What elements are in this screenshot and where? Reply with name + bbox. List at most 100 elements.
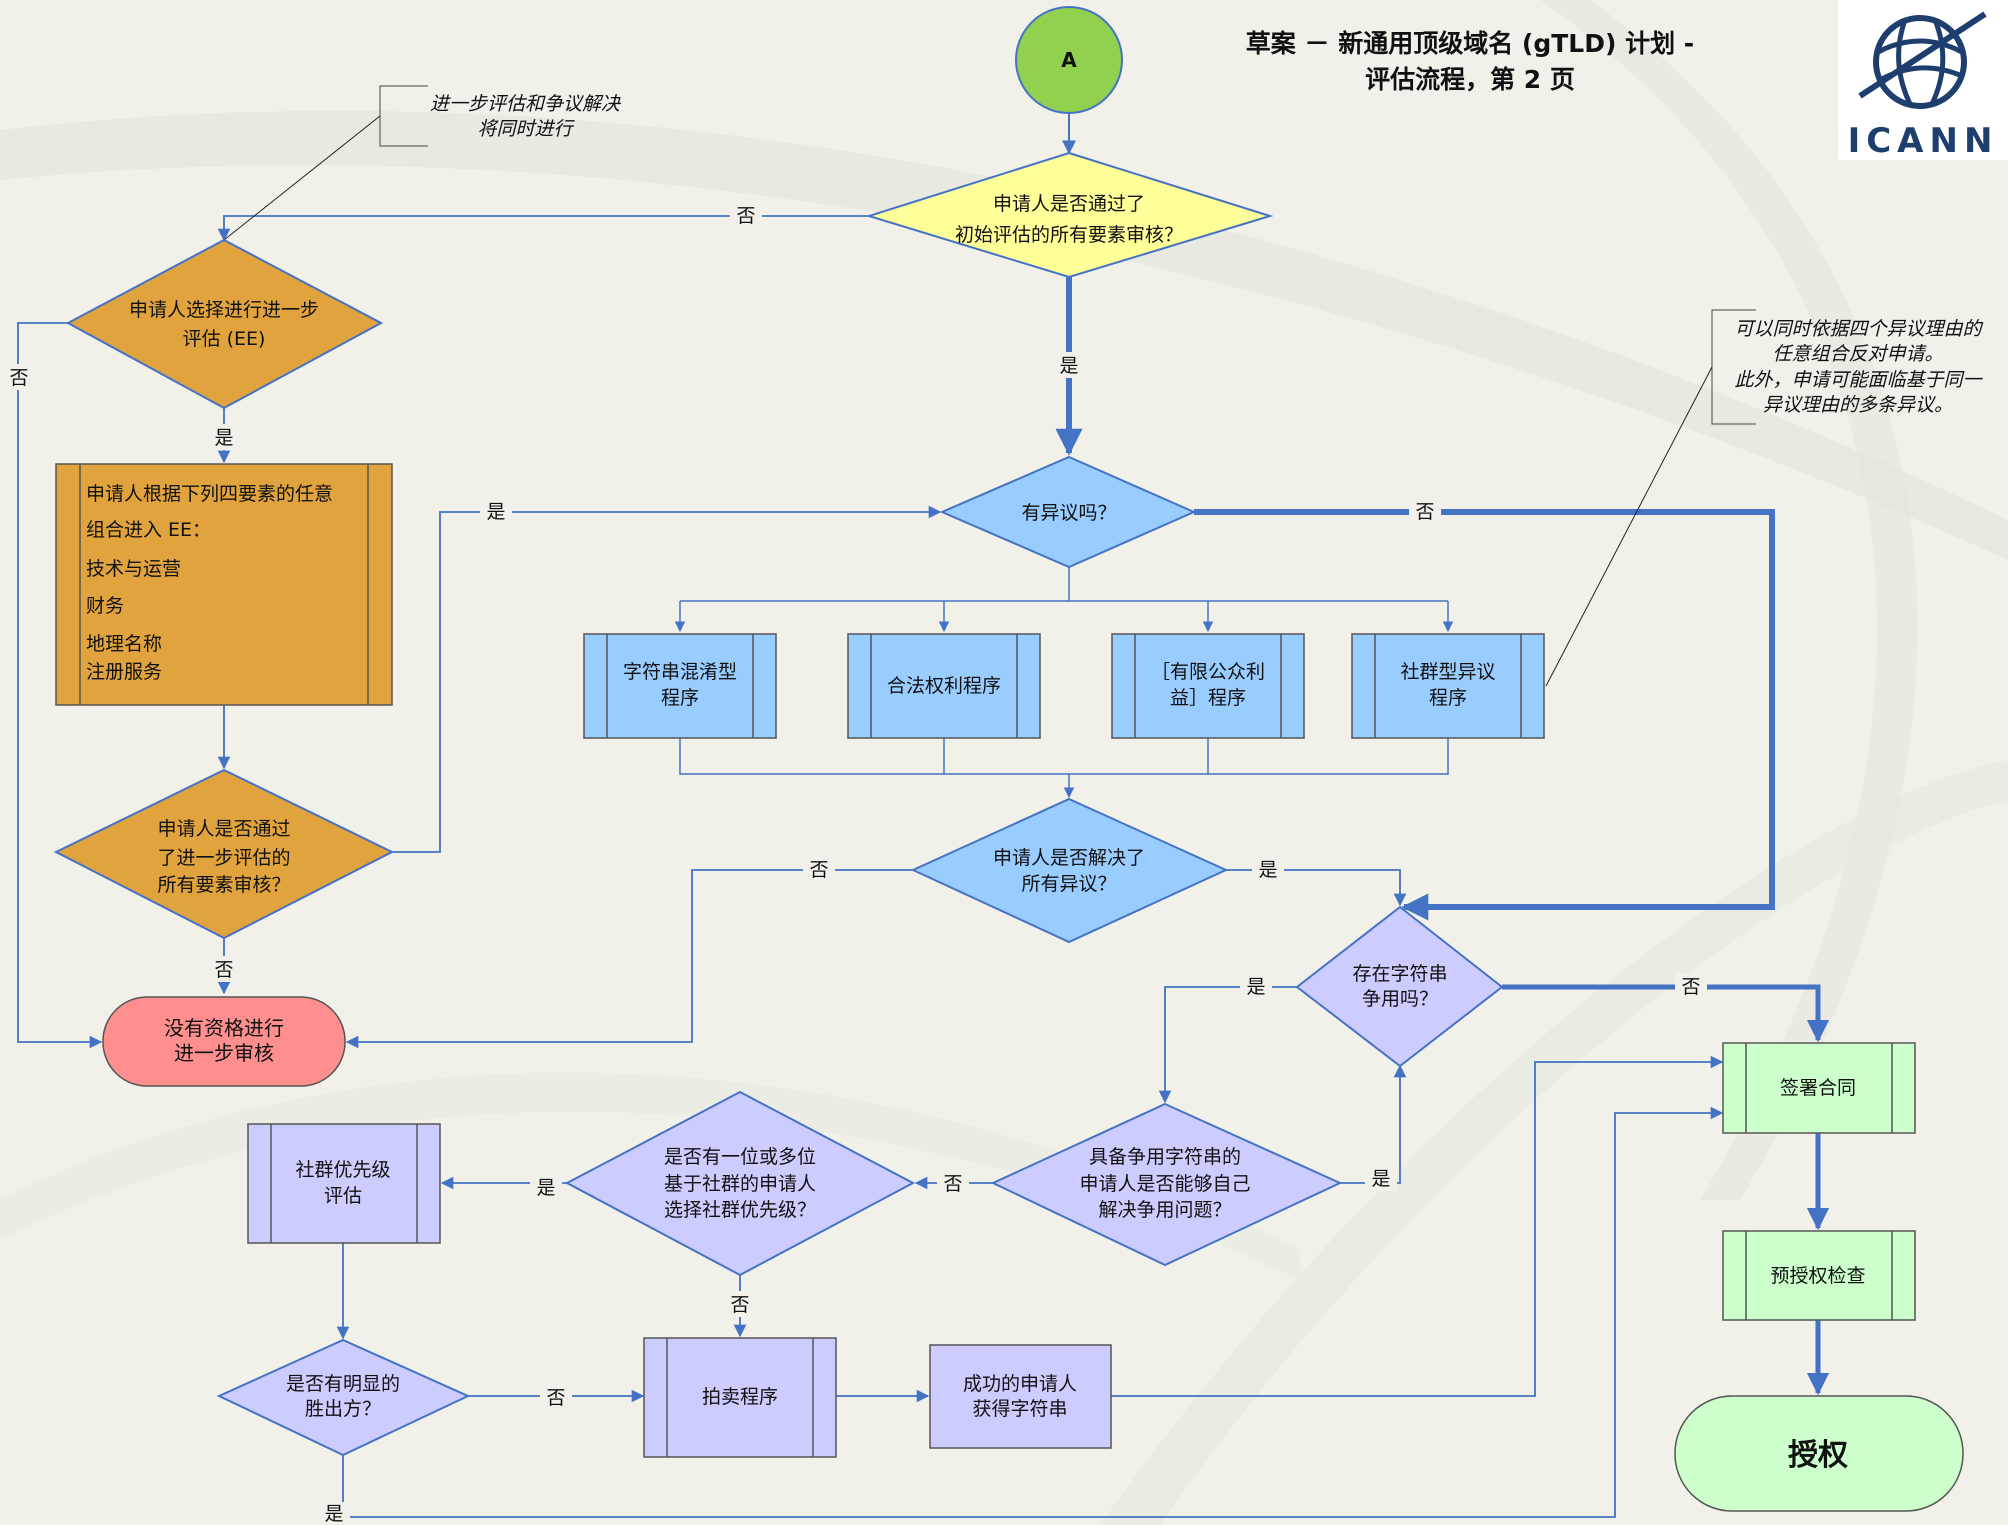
edge-self-yes bbox=[1340, 1064, 1407, 1184]
note-objections: 可以同时依据四个异议理由的 任意组合反对申请。 此外，申请可能面临基于同一 异议… bbox=[1545, 309, 1983, 687]
svg-text:成功的申请人: 成功的申请人 bbox=[963, 1373, 1077, 1395]
svg-text:评估 (EE): 评估 (EE) bbox=[183, 328, 266, 350]
decision-string-contention: 存在字符串 争用吗？ bbox=[1295, 905, 1504, 1068]
svg-text:财务: 财务 bbox=[86, 595, 124, 617]
decision-passed-extended-evaluation: 申请人是否通过 了进一步评估的 所有要素审核？ bbox=[53, 768, 395, 940]
icann-logo-text: ICANN bbox=[1848, 121, 1999, 161]
note-parallel-line-2: 将同时进行 bbox=[477, 118, 575, 140]
edge-contention-no bbox=[1502, 984, 1830, 1043]
svg-text:具备争用字符串的: 具备争用字符串的 bbox=[1089, 1146, 1241, 1168]
decision-any-objection: 有异议吗？ bbox=[939, 455, 1197, 569]
svg-text:选择社群优先级？: 选择社群优先级？ bbox=[664, 1199, 816, 1221]
svg-text:解决争用问题？: 解决争用问题？ bbox=[1098, 1199, 1231, 1221]
edge-resolved-no bbox=[345, 869, 913, 1049]
note-parallel-line-1: 进一步评估和争议解决 bbox=[430, 93, 622, 115]
edge-passed-ee-yes bbox=[392, 505, 942, 853]
terminal-not-eligible: 没有资格进行 进一步审核 bbox=[102, 996, 346, 1087]
svg-text:申请人是否解决了: 申请人是否解决了 bbox=[993, 847, 1145, 869]
svg-text:是否有明显的: 是否有明显的 bbox=[286, 1373, 400, 1395]
label-q1-no: 否 bbox=[736, 205, 755, 227]
label-community-yes: 是 bbox=[536, 1177, 555, 1199]
svg-text:争用吗？: 争用吗？ bbox=[1362, 988, 1438, 1010]
label-resolved-yes: 是 bbox=[1258, 859, 1277, 881]
decision-self-resolve-contention: 具备争用字符串的 申请人是否能够自己 解决争用问题？ bbox=[990, 1102, 1343, 1267]
edge-winnergets-contract bbox=[1111, 1055, 1724, 1397]
svg-text:拍卖程序: 拍卖程序 bbox=[702, 1386, 778, 1408]
svg-text:社群优先级: 社群优先级 bbox=[295, 1159, 390, 1181]
process-community-objection: 社群型异议 程序 bbox=[1351, 633, 1545, 739]
label-contention-no: 否 bbox=[1681, 976, 1700, 998]
edge-contention-yes bbox=[1158, 986, 1297, 1104]
svg-text:获得字符串: 获得字符串 bbox=[972, 1398, 1067, 1420]
svg-text:有异议吗？: 有异议吗？ bbox=[1021, 502, 1116, 524]
svg-text:申请人选择进行进一步: 申请人选择进行进一步 bbox=[129, 299, 319, 321]
decision-resolved-objections: 申请人是否解决了 所有异议？ bbox=[910, 797, 1229, 944]
label-objection-no: 否 bbox=[1415, 501, 1434, 523]
page-title-line-1: 草案 － 新通用顶级域名 (gTLD) 计划 - bbox=[1246, 29, 1694, 58]
label-ee-no: 否 bbox=[9, 367, 28, 389]
svg-text:所有异议？: 所有异议？ bbox=[1021, 873, 1116, 895]
note-parallel: 进一步评估和争议解决 将同时进行 bbox=[223, 85, 622, 241]
svg-text:注册服务: 注册服务 bbox=[86, 661, 162, 683]
svg-text:胜出方？: 胜出方？ bbox=[305, 1398, 381, 1420]
label-q1-yes: 是 bbox=[1059, 355, 1078, 377]
svg-text:预授权检查: 预授权检查 bbox=[1770, 1265, 1865, 1287]
svg-text:申请人是否通过了: 申请人是否通过了 bbox=[993, 193, 1145, 215]
page-title-line-2: 评估流程，第 2 页 bbox=[1365, 65, 1575, 94]
note-objections-line-1: 可以同时依据四个异议理由的 bbox=[1734, 318, 1983, 340]
process-community-priority-evaluation: 社群优先级 评估 bbox=[247, 1123, 441, 1244]
label-community-no: 否 bbox=[730, 1294, 749, 1316]
svg-text:技术与运营: 技术与运营 bbox=[86, 558, 181, 580]
svg-text:进一步审核: 进一步审核 bbox=[174, 1041, 274, 1065]
svg-text:评估: 评估 bbox=[324, 1185, 362, 1207]
svg-text:社群型异议: 社群型异议 bbox=[1400, 661, 1495, 683]
connectors bbox=[17, 113, 1830, 1518]
label-winner-no: 否 bbox=[546, 1387, 565, 1409]
icann-logo: ICANN bbox=[1838, 0, 2008, 161]
label-resolved-no: 否 bbox=[809, 859, 828, 881]
svg-text:益］程序: 益］程序 bbox=[1170, 687, 1246, 709]
process-sign-contract: 签署合同 bbox=[1722, 1042, 1916, 1134]
svg-text:存在字符串: 存在字符串 bbox=[1352, 963, 1447, 985]
label-passed-ee-yes: 是 bbox=[486, 501, 505, 523]
svg-text:没有资格进行: 没有资格进行 bbox=[164, 1016, 284, 1040]
edge-labels: 否 是 否 是 否 是 否 否 是 是 否 是 否 是 bbox=[3, 202, 1707, 1525]
process-public-interest: ［有限公众利 益］程序 bbox=[1111, 633, 1305, 739]
label-winner-yes: 是 bbox=[324, 1503, 343, 1525]
label-contention-yes: 是 bbox=[1246, 976, 1265, 998]
svg-text:是否有一位或多位: 是否有一位或多位 bbox=[664, 1146, 816, 1168]
svg-text:合法权利程序: 合法权利程序 bbox=[887, 675, 1001, 697]
edge-ee-no bbox=[17, 322, 103, 1049]
label-ee-yes: 是 bbox=[214, 427, 233, 449]
svg-text:申请人是否通过: 申请人是否通过 bbox=[157, 818, 290, 840]
svg-text:授权: 授权 bbox=[1788, 1438, 1848, 1473]
svg-text:签署合同: 签署合同 bbox=[1780, 1077, 1856, 1099]
terminal-delegation: 授权 bbox=[1674, 1395, 1964, 1512]
svg-text:组合进入 EE：: 组合进入 EE： bbox=[86, 519, 211, 541]
decision-community-priority-elected: 是否有一位或多位 基于社群的申请人 选择社群优先级？ bbox=[564, 1090, 916, 1277]
svg-text:基于社群的申请人: 基于社群的申请人 bbox=[664, 1173, 816, 1195]
svg-text:程序: 程序 bbox=[1429, 687, 1467, 709]
svg-text:初始评估的所有要素审核？: 初始评估的所有要素审核？ bbox=[955, 224, 1183, 246]
label-self-yes: 是 bbox=[1371, 1168, 1390, 1190]
svg-text:所有要素审核？: 所有要素审核？ bbox=[157, 874, 290, 896]
svg-text:［有限公众利: ［有限公众利 bbox=[1151, 661, 1265, 683]
edge-q1-no bbox=[217, 215, 869, 242]
note-objections-line-4: 异议理由的多条异议。 bbox=[1763, 394, 1953, 416]
svg-text:申请人是否能够自己: 申请人是否能够自己 bbox=[1079, 1173, 1250, 1195]
process-auction: 拍卖程序 bbox=[643, 1337, 837, 1458]
page-title: 草案 － 新通用顶级域名 (gTLD) 计划 - 评估流程，第 2 页 bbox=[1246, 29, 1694, 94]
decision-passed-initial-evaluation: 申请人是否通过了 初始评估的所有要素审核？ bbox=[865, 151, 1274, 279]
process-string-confusion: 字符串混淆型 程序 bbox=[583, 633, 777, 739]
process-extended-evaluation-elements: 申请人根据下列四要素的任意 组合进入 EE： 技术与运营 财务 地理名称 注册服… bbox=[55, 463, 393, 706]
svg-text:A: A bbox=[1061, 48, 1077, 72]
svg-text:了进一步评估的: 了进一步评估的 bbox=[157, 847, 290, 869]
edge-objection-branch bbox=[680, 567, 1448, 602]
label-passed-ee-no: 否 bbox=[214, 959, 233, 981]
decision-choose-extended-evaluation: 申请人选择进行进一步 评估 (EE) bbox=[65, 238, 384, 410]
label-self-no: 否 bbox=[943, 1173, 962, 1195]
svg-text:字符串混淆型: 字符串混淆型 bbox=[623, 661, 737, 683]
svg-text:程序: 程序 bbox=[661, 687, 699, 709]
